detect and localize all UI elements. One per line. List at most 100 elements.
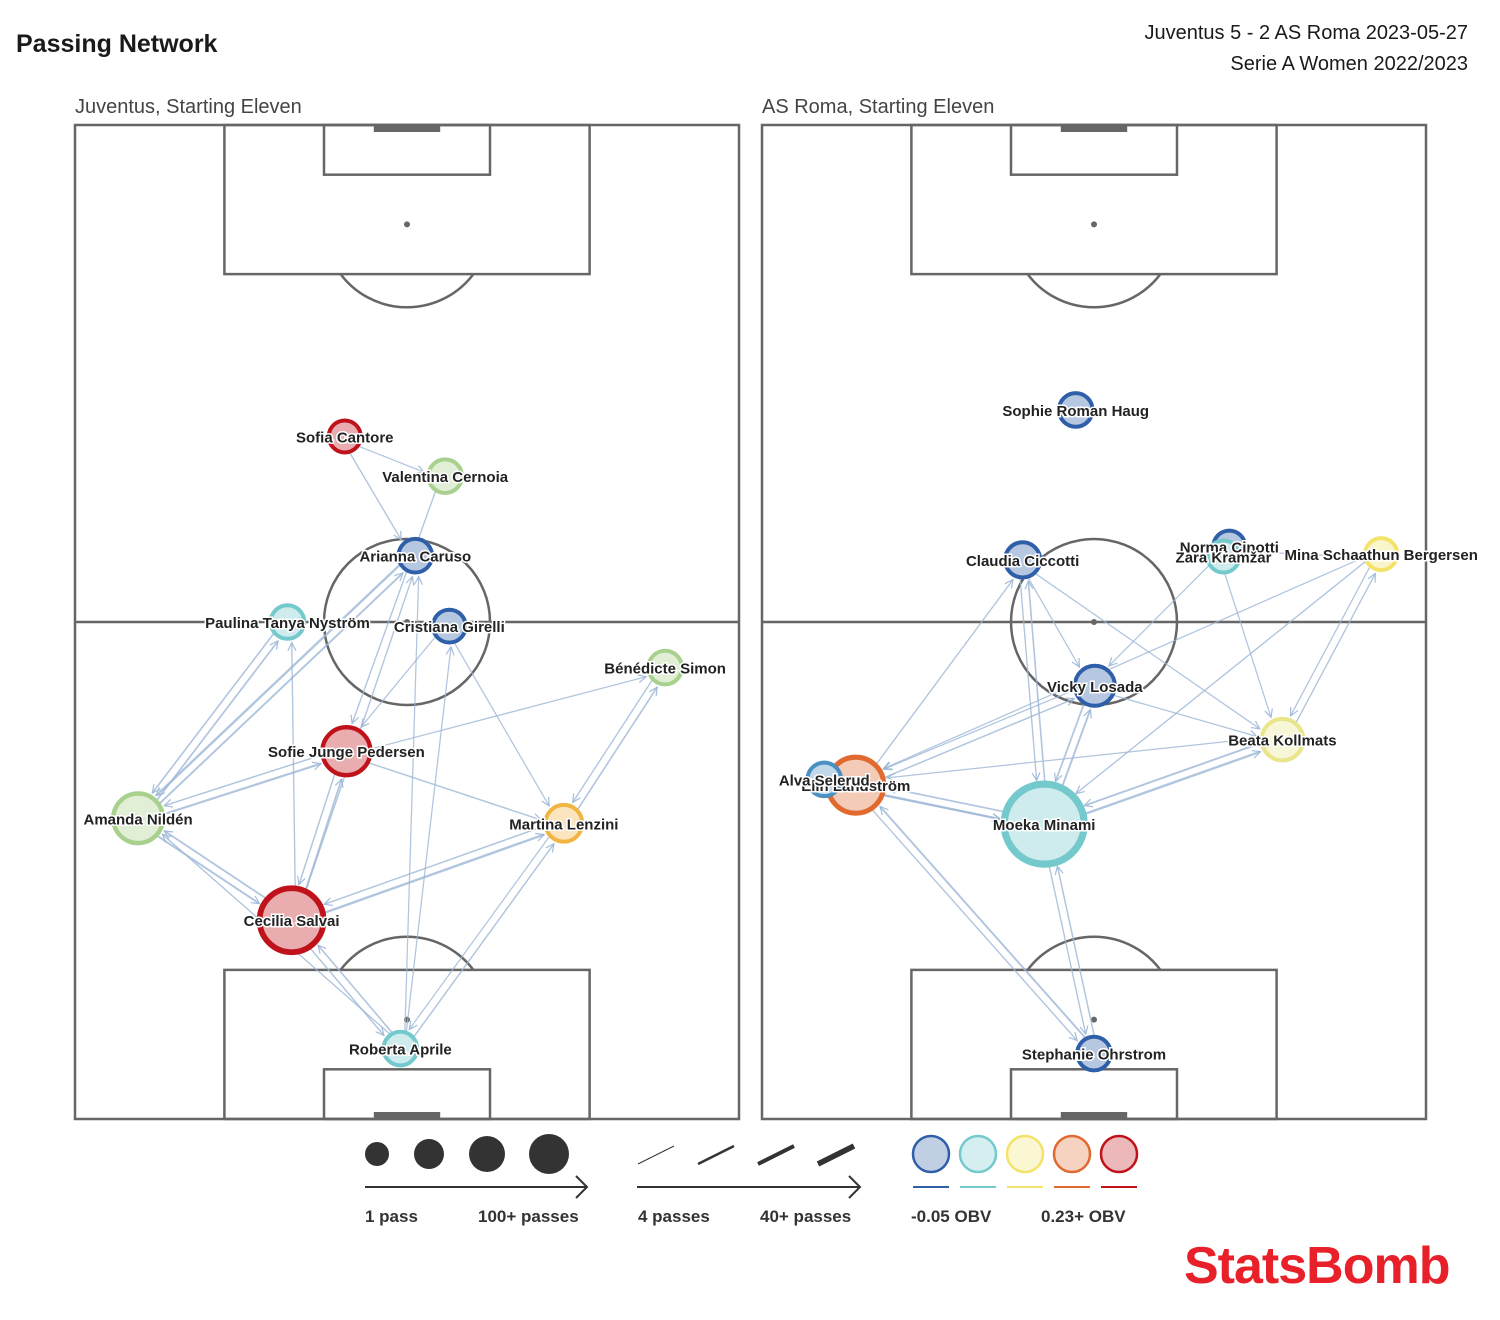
legend-obv-circle [958, 1134, 998, 1174]
top-six-yard-box [322, 123, 492, 176]
pass-link [453, 642, 550, 807]
pass-arrowhead [1289, 706, 1299, 718]
player-label: Cecilia Salvai [244, 913, 340, 930]
pass-link [322, 833, 545, 915]
pass-link [304, 778, 343, 892]
player-label: Amanda Nildén [83, 811, 192, 828]
pass-link [360, 635, 437, 728]
player-label: Sophie Roman Haug [1002, 403, 1149, 420]
pass-link [298, 772, 336, 885]
pass-link [879, 805, 1087, 1039]
pass-arrowhead [649, 686, 658, 697]
player-label: Stephanie Ohrstrom [1022, 1047, 1166, 1064]
legend-obv-max: 0.23+ OBV [1041, 1207, 1126, 1226]
pass-link [883, 556, 1366, 770]
pass-link [367, 761, 542, 821]
player-nodes [111, 418, 684, 1068]
pass-link [155, 640, 279, 802]
pass-link [155, 563, 402, 797]
pass-arrowhead [1083, 798, 1094, 808]
pass-link [164, 754, 323, 807]
pass-link [1054, 702, 1085, 782]
player-label: Elin Landström [801, 778, 910, 795]
pass-arrowhead [322, 897, 334, 907]
pass-arrowhead [882, 761, 893, 770]
pass-link [156, 834, 260, 905]
legend-width-arrowhead [848, 1175, 862, 1199]
pass-arrowhead [334, 777, 344, 789]
player-node [396, 536, 435, 575]
top-penalty-box [910, 123, 1278, 276]
pass-arrowhead [1083, 708, 1092, 719]
pass-link [1289, 566, 1371, 717]
top-penalty-spot [404, 221, 410, 228]
player-node [430, 607, 468, 645]
pass-arrowhead [535, 832, 546, 842]
pass-link [576, 686, 658, 811]
player-node [1363, 536, 1400, 573]
player-node [381, 1029, 420, 1068]
legend-obv-markers [911, 1134, 1139, 1188]
bottom-penalty-arc [1026, 935, 1162, 971]
player-label: Arianna Caruso [359, 549, 471, 566]
top-penalty-arc [339, 273, 475, 309]
pass-link [158, 572, 404, 805]
player-label: Martina Lenzini [509, 816, 618, 833]
legend-obv-circle [1052, 1134, 1092, 1174]
player-node [1003, 540, 1043, 580]
pass-arrowhead [1031, 772, 1041, 782]
page-title: Passing Network [16, 30, 218, 58]
pass-arrowhead [1251, 749, 1262, 759]
player-node [426, 457, 464, 496]
player-node [646, 648, 684, 687]
player-node [543, 802, 585, 844]
pass-arrowhead [886, 784, 897, 794]
legend-size-markers [365, 1134, 589, 1199]
pass-arrowhead [393, 530, 402, 542]
pass-arrowhead [350, 714, 359, 725]
pass-link [351, 490, 437, 724]
pass-link [357, 445, 425, 473]
player-label: Roberta Aprile [349, 1042, 452, 1059]
player-label: Zara Kramžar [1176, 550, 1272, 567]
pass-link [1112, 694, 1258, 738]
away-team-label: AS Roma, Starting Eleven [762, 96, 995, 118]
top-goal [1060, 126, 1128, 132]
bottom-penalty-spot [1091, 1016, 1097, 1023]
pass-link [405, 646, 452, 1033]
pass-link [1075, 560, 1367, 795]
player-label: Moeka Minami [993, 817, 1096, 834]
pass-arrowhead [375, 1026, 385, 1037]
player-label: Valentina Cernoia [382, 469, 509, 486]
legend-width-max: 40+ passes [760, 1207, 852, 1226]
pass-link [1048, 863, 1087, 1035]
pass-link [163, 830, 268, 900]
pass-arrowhead [269, 639, 279, 650]
pass-arrowhead [545, 842, 555, 853]
pass-arrowhead [1004, 578, 1014, 589]
pass-link [317, 944, 394, 1034]
bottom-penalty-arc [339, 935, 475, 971]
pass-arrowhead [394, 572, 404, 582]
pass-link [870, 808, 1078, 1042]
pass-link [1223, 572, 1272, 718]
pass-arrowhead [312, 761, 323, 771]
player-node [1259, 716, 1306, 763]
pass-arrowhead [879, 805, 889, 816]
pass-link [1027, 576, 1080, 668]
legend-width-marker [637, 1145, 675, 1165]
legend-size-arrowhead [575, 1175, 589, 1199]
pass-links [839, 550, 1376, 1042]
pass-link [1295, 573, 1376, 724]
pass-arrowhead [1053, 772, 1063, 783]
legend-size-marker [529, 1134, 569, 1174]
pass-arrowhead [1079, 1025, 1089, 1036]
pass-link [1082, 750, 1261, 816]
match-score: Juventus 5 - 2 AS Roma 2023-05-27 [1144, 22, 1468, 44]
pass-arrowhead [1065, 697, 1076, 706]
pass-arrowhead [1107, 657, 1118, 667]
